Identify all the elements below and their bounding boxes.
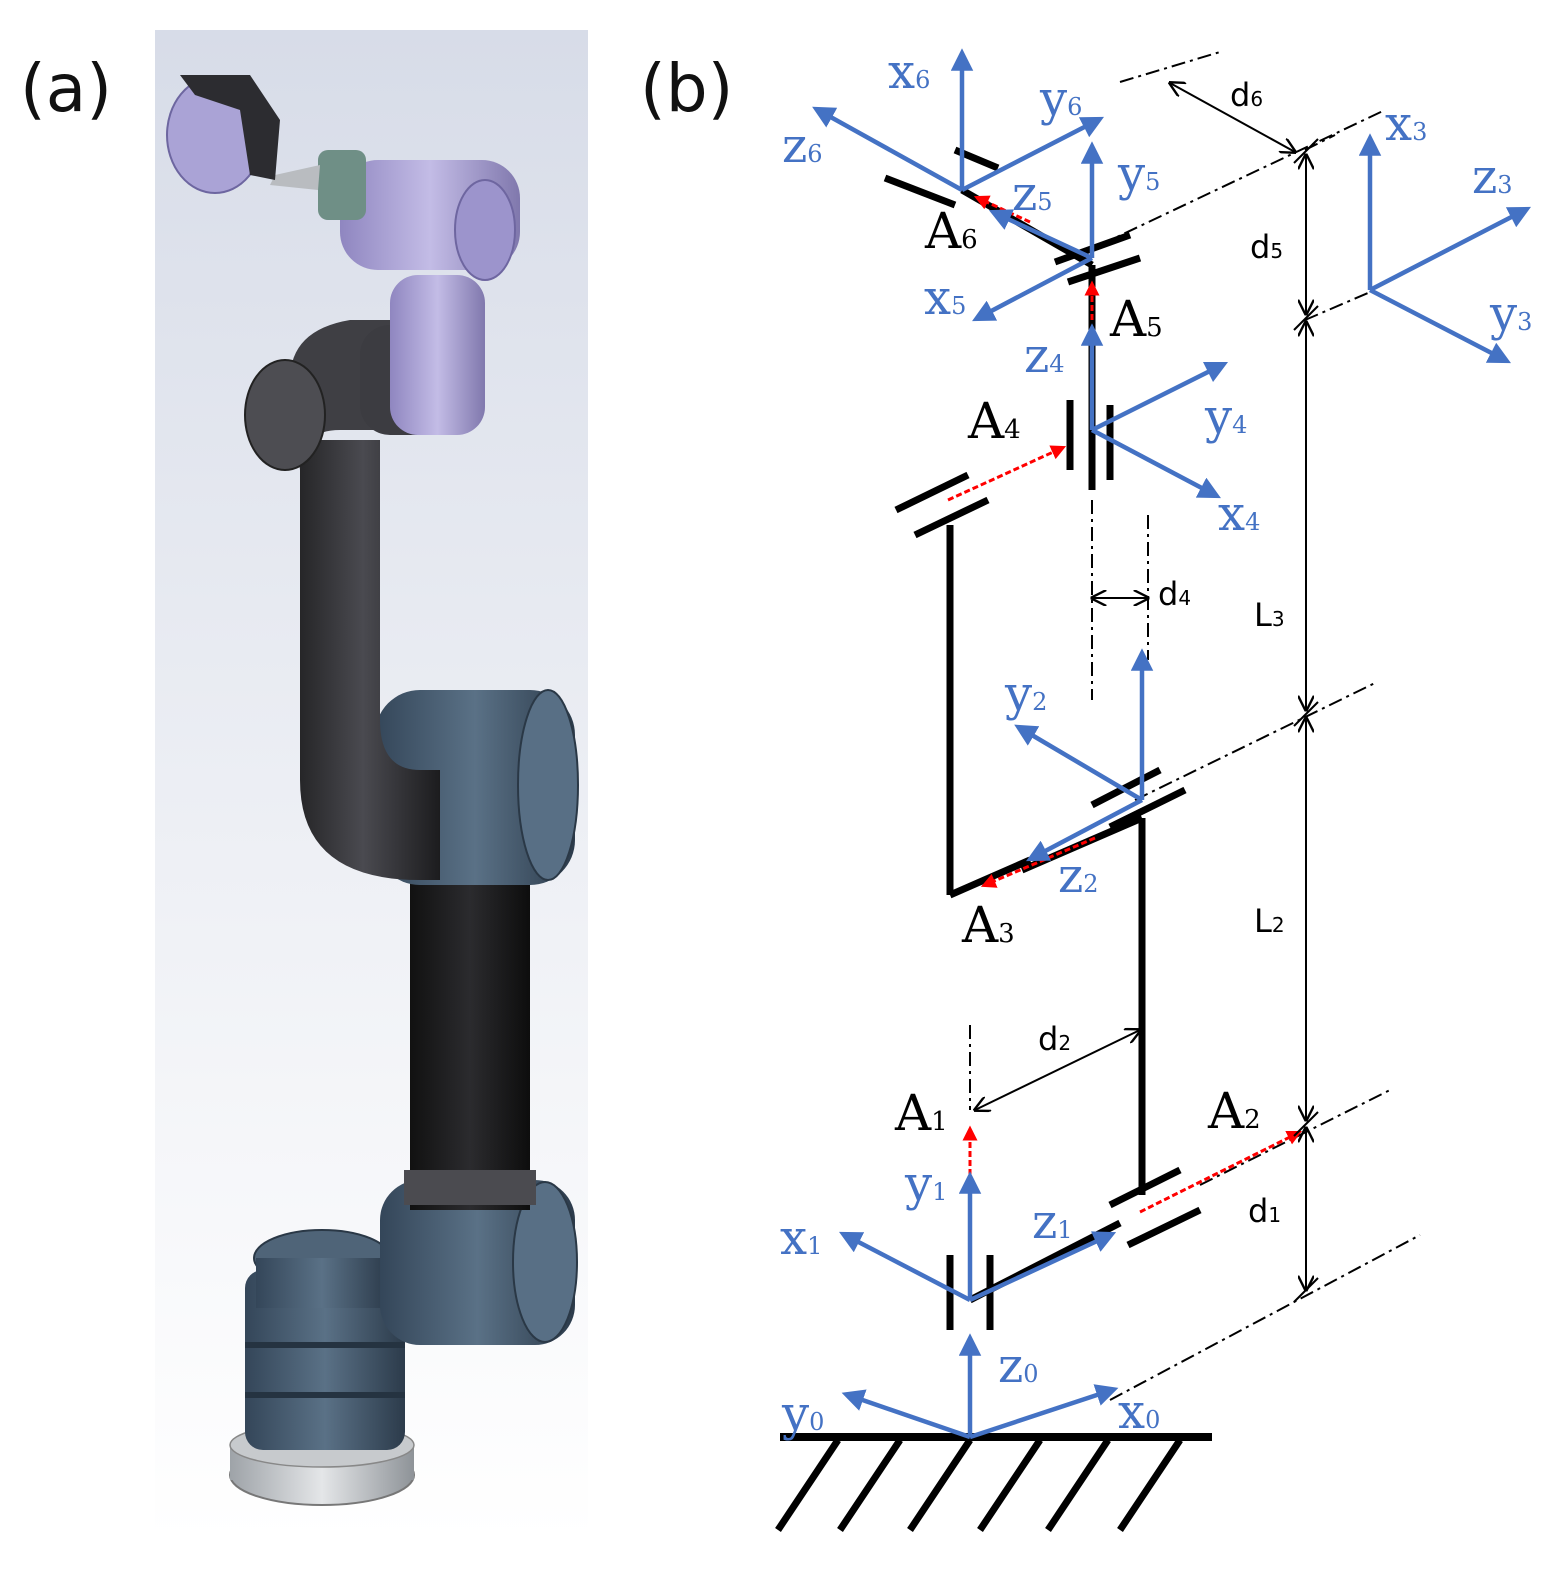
label-d1: d1 bbox=[1248, 1192, 1281, 1230]
robot-arm-render bbox=[155, 30, 588, 1540]
label-d5: d5 bbox=[1250, 228, 1283, 266]
axis-y6 bbox=[960, 116, 1105, 193]
label-x3: x3 bbox=[1385, 96, 1427, 152]
label-z6: z6 bbox=[782, 118, 823, 174]
axis-z3 bbox=[1368, 206, 1531, 292]
label-A5: A5 bbox=[1109, 290, 1163, 348]
axis-y2 bbox=[1014, 724, 1144, 802]
dimension-labels: d1 d2 d4 d5 d6 L2 L3 bbox=[1038, 76, 1285, 1230]
axis-z6 bbox=[812, 106, 964, 192]
joint-markers bbox=[883, 146, 1202, 1330]
label-A1: A1 bbox=[894, 1084, 948, 1142]
joint-axes bbox=[947, 195, 1303, 1214]
gripper-finger bbox=[180, 75, 280, 180]
label-A6: A6 bbox=[924, 202, 978, 260]
dim-d2 bbox=[975, 1030, 1140, 1110]
axis-z2 bbox=[1026, 798, 1144, 862]
label-d2: d2 bbox=[1038, 1020, 1071, 1058]
label-y3: y3 bbox=[1489, 286, 1532, 342]
label-A4: A4 bbox=[967, 392, 1021, 450]
joint-labels: A1 A2 A3 A4 A5 A6 bbox=[894, 202, 1261, 1142]
upper-joint-cap bbox=[244, 359, 326, 471]
joint-axis-A2 bbox=[1139, 1130, 1303, 1214]
joint-axis-A4 bbox=[947, 445, 1067, 502]
label-x6: x6 bbox=[888, 44, 930, 100]
label-x5: x5 bbox=[924, 270, 966, 326]
label-x1: x1 bbox=[780, 1210, 822, 1266]
axis-y4 bbox=[1090, 361, 1229, 433]
base-housing bbox=[245, 1270, 405, 1450]
label-L3: L3 bbox=[1254, 596, 1285, 634]
label-z5: z5 bbox=[1012, 166, 1053, 222]
panel-b-label: (b) bbox=[640, 50, 734, 127]
label-x0: x0 bbox=[1118, 1384, 1160, 1440]
label-d4: d4 bbox=[1158, 575, 1191, 613]
axis-x1 bbox=[839, 1231, 972, 1302]
label-z2: z2 bbox=[1058, 848, 1099, 904]
dimension-ticks bbox=[1293, 138, 1319, 1303]
axis-z1 bbox=[969, 1231, 1117, 1303]
dimension-arrows bbox=[975, 83, 1306, 1290]
label-L2: L2 bbox=[1254, 902, 1285, 940]
label-A3: A3 bbox=[961, 896, 1015, 954]
coordinate-frames bbox=[812, 48, 1531, 1440]
joint-axis-A3 bbox=[980, 836, 1096, 888]
axis-z5 bbox=[988, 209, 1093, 261]
axis-y3 bbox=[1368, 288, 1511, 364]
axis-x0 bbox=[969, 1384, 1119, 1440]
label-y4: y4 bbox=[1204, 389, 1247, 445]
axis-x4 bbox=[1090, 428, 1221, 499]
label-y1: y1 bbox=[904, 1156, 947, 1212]
label-z1: z1 bbox=[1032, 1194, 1073, 1250]
label-y6: y6 bbox=[1039, 71, 1082, 127]
label-y5: y5 bbox=[1117, 146, 1160, 202]
ground bbox=[775, 1433, 1212, 1532]
label-y0: y0 bbox=[781, 1386, 824, 1442]
upper-arm-tube bbox=[300, 440, 440, 880]
label-x4: x4 bbox=[1218, 486, 1260, 542]
kinematic-diagram: y0 x0 z0 x1 y1 z1 y2 z2 x3 z3 y3 z4 y4 x… bbox=[775, 44, 1532, 1532]
label-y2: y2 bbox=[1004, 666, 1047, 722]
panel-a-label: (a) bbox=[20, 50, 112, 127]
axis-x5 bbox=[972, 256, 1094, 322]
frame-labels: y0 x0 z0 x1 y1 z1 y2 z2 x3 z3 y3 z4 y4 x… bbox=[780, 44, 1532, 1442]
label-z3: z3 bbox=[1472, 149, 1513, 205]
label-z4: z4 bbox=[1024, 328, 1065, 384]
label-d6: d6 bbox=[1230, 76, 1263, 114]
wrist-joint-1 bbox=[390, 275, 485, 435]
dim-d6 bbox=[1170, 83, 1295, 152]
label-A2: A2 bbox=[1207, 1082, 1261, 1140]
label-z0: z0 bbox=[998, 1338, 1039, 1394]
axis-y0 bbox=[841, 1389, 971, 1440]
lower-arm-tube bbox=[410, 880, 530, 1210]
